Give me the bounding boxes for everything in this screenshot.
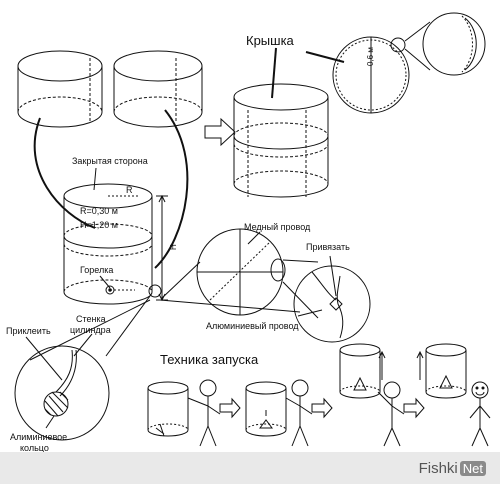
aluminum-wire-label: Алюминиевый провод xyxy=(206,321,299,331)
footer-bar: Fishki Net xyxy=(0,452,500,484)
wall-leader xyxy=(73,333,93,357)
glue-leader xyxy=(25,336,63,381)
launch-title: Техника запуска xyxy=(160,352,259,367)
aluminum-ring-label-2: кольцо xyxy=(20,443,49,453)
main-cylinder xyxy=(63,183,162,305)
h-marker: H xyxy=(169,244,178,250)
watermark-part-2: Net xyxy=(459,460,486,476)
assembled-cylinder xyxy=(233,83,329,198)
burner-leader xyxy=(99,275,111,289)
cylinder-wall-label-2: цилиндра xyxy=(70,325,111,335)
diameter-label: 0,6 м xyxy=(366,47,375,66)
lid-label: Крышка xyxy=(246,33,295,48)
wall-detail-circle xyxy=(14,345,110,441)
zoom-link-2 xyxy=(29,299,151,361)
aluminum-leader xyxy=(297,309,323,317)
lid-pointer xyxy=(271,47,277,99)
tie-detail-circle xyxy=(293,265,371,343)
burner-label: Горелка xyxy=(80,265,113,275)
watermark: Fishki Net xyxy=(419,458,486,478)
launch-step-4 xyxy=(416,343,491,447)
copper-wire-label: Медный провод xyxy=(244,222,311,232)
cylinder-wall-label-1: Стенка xyxy=(76,314,106,324)
labels: Крышка 0,6 м Закрытая сторона R R=0,30 м… xyxy=(6,33,375,453)
zoom-link-1 xyxy=(105,295,151,357)
lid-circle xyxy=(332,21,431,114)
band-left xyxy=(17,50,103,128)
radius-label: R=0,30 м xyxy=(80,206,118,216)
launch-step-3 xyxy=(339,343,405,447)
launch-step-1 xyxy=(147,379,221,447)
closed-side-label: Закрытая сторона xyxy=(72,156,148,166)
launch-arrow-2 xyxy=(311,397,333,419)
launch-arrow-3 xyxy=(403,397,425,419)
lid-detail-circle xyxy=(422,12,486,76)
r-marker: R xyxy=(126,185,133,195)
watermark-part-1: Fishki xyxy=(418,459,458,477)
arrow-right-icon xyxy=(204,117,236,147)
launch-step-2 xyxy=(245,379,313,447)
height-dimension xyxy=(156,194,168,302)
closed-side-leader xyxy=(93,167,97,191)
tie-label: Привязать xyxy=(306,242,350,252)
aluminum-ring-label-1: Алиминиевое xyxy=(10,432,67,442)
detail-link-2 xyxy=(161,261,201,299)
tie-leader xyxy=(329,255,337,297)
lid-pointer-2 xyxy=(305,51,345,63)
glue-label: Приклеить xyxy=(6,326,51,336)
height-label: H=1,20 м xyxy=(80,220,118,230)
assembly-arrows xyxy=(33,109,189,269)
copper-leader xyxy=(247,231,261,245)
ring-leader xyxy=(45,415,55,429)
launch-arrow-1 xyxy=(219,397,241,419)
band-right xyxy=(113,50,203,128)
detail-link xyxy=(159,299,301,313)
